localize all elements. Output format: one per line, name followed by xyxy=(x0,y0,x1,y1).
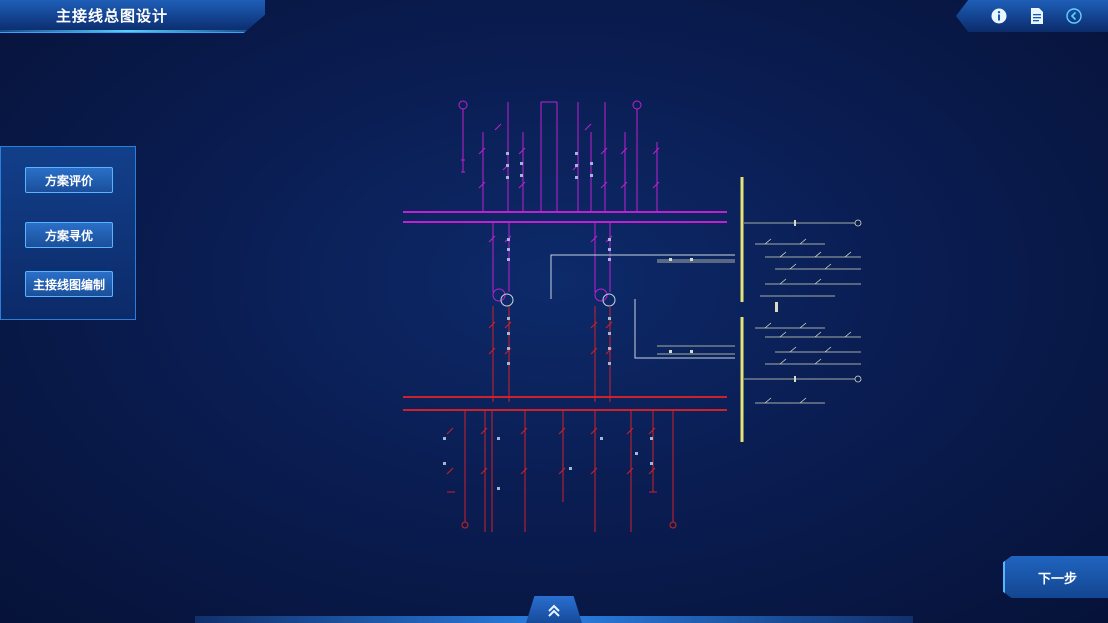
lv-connectors xyxy=(550,254,735,359)
sidebar-item-optimization[interactable]: 方案寻优 xyxy=(25,222,113,248)
next-step-button[interactable]: 下一步 xyxy=(1003,556,1108,598)
back-icon xyxy=(1066,8,1082,24)
sidebar-item-evaluation[interactable]: 方案评价 xyxy=(25,167,113,193)
back-button[interactable] xyxy=(1065,7,1083,25)
info-button[interactable] xyxy=(990,7,1008,25)
document-icon xyxy=(1031,8,1043,24)
title-underline xyxy=(0,30,255,32)
double-chevron-up-icon xyxy=(548,604,560,617)
left-panel: 方案评价 方案寻优 主接线图编制 xyxy=(0,146,136,320)
high-voltage-section xyxy=(403,100,727,292)
expand-panel-button[interactable] xyxy=(526,596,582,623)
lv-feeders xyxy=(657,219,862,404)
transformer-1 xyxy=(492,288,514,307)
transformer-2 xyxy=(594,288,616,307)
hv-device-markers xyxy=(506,152,611,261)
lv-symbols xyxy=(669,258,778,353)
mid-voltage-section xyxy=(403,306,727,532)
main-wiring-diagram xyxy=(403,100,862,532)
title-bar: 主接线总图设计 xyxy=(0,0,265,33)
document-button[interactable] xyxy=(1028,7,1046,25)
top-toolbar xyxy=(956,0,1108,32)
sidebar-item-diagram-compile[interactable]: 主接线图编制 xyxy=(25,271,113,297)
info-icon xyxy=(991,8,1007,24)
page-title: 主接线总图设计 xyxy=(56,7,169,25)
mv-device-markers xyxy=(443,317,653,490)
